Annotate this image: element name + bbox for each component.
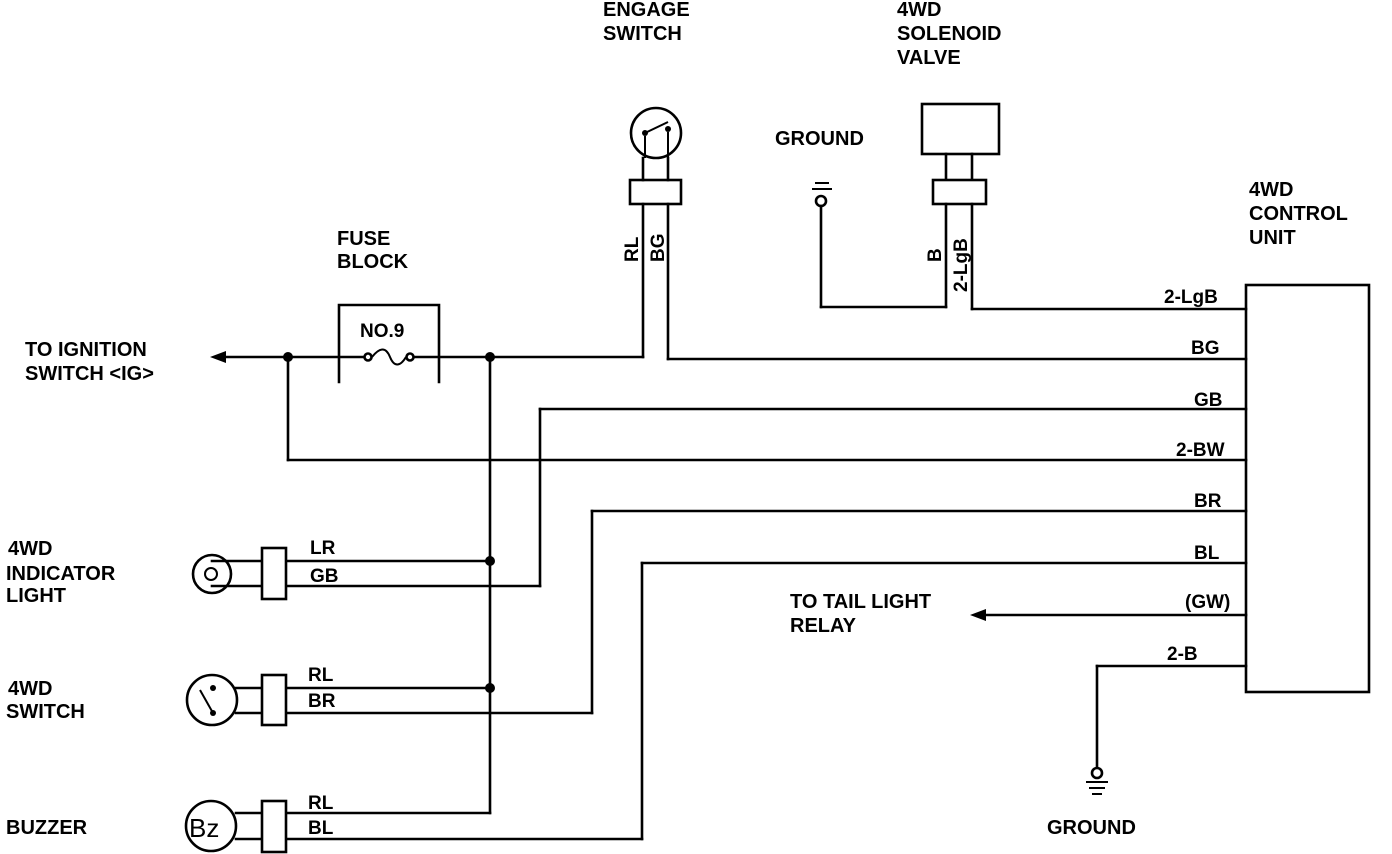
indicator-light: 4WD INDICATOR LIGHT LR GB xyxy=(6,538,339,607)
wire-runs xyxy=(222,202,1248,841)
engage-switch-body xyxy=(629,106,683,160)
engage-switch-connector xyxy=(628,178,683,206)
fourwd-switch: 4WD SWITCH RL BR xyxy=(6,665,336,727)
indicator-lamp xyxy=(191,553,233,595)
splice-dot xyxy=(485,556,495,566)
tail-light-label-2: RELAY xyxy=(790,615,857,637)
cu-pin-label-gw: (GW) xyxy=(1185,592,1230,613)
control-unit-label-3: UNIT xyxy=(1249,227,1296,249)
wire-label-indicator-gb: GB xyxy=(310,566,339,587)
fourwd-switch-connector xyxy=(260,673,288,727)
indicator-label-3: LIGHT xyxy=(6,585,66,607)
ground-bottom-terminal xyxy=(1090,766,1104,780)
ground-bottom-label: GROUND xyxy=(1047,817,1136,839)
ignition-label-1: TO IGNITION xyxy=(25,339,147,361)
cu-pin-label-br: BR xyxy=(1194,491,1222,512)
engage-switch-label-2: SWITCH xyxy=(603,23,682,45)
tail-light-relay-ref: TO TAIL LIGHT RELAY xyxy=(790,591,986,637)
wire-label-solenoid-lgb: 2-LgB xyxy=(951,238,972,292)
fuse-block-outline xyxy=(337,303,441,384)
ground-bottom: GROUND xyxy=(1047,766,1136,839)
wire-label-engage-bg: BG xyxy=(648,234,669,263)
wire-label-buzzer-bl: BL xyxy=(308,818,334,839)
buzzer-body xyxy=(184,799,238,853)
ground-top: GROUND xyxy=(775,128,948,309)
cu-pin-label-bw: 2-BW xyxy=(1176,440,1225,461)
ignition-switch-ref: TO IGNITION SWITCH <IG> xyxy=(25,339,226,385)
splice-dot xyxy=(283,352,293,362)
fuse-element xyxy=(371,348,407,366)
solenoid-label-3: VALVE xyxy=(897,47,961,69)
solenoid-label-1: 4WD xyxy=(897,0,941,21)
tail-light-arrow xyxy=(970,609,986,621)
engage-switch-label-1: ENGAGE xyxy=(603,0,690,21)
cu-pin-label-gb: GB xyxy=(1194,390,1223,411)
fourwd-switch-label-1: 4WD xyxy=(8,678,52,700)
buzzer-label: BUZZER xyxy=(6,817,88,839)
control-unit-label-2: CONTROL xyxy=(1249,203,1348,225)
splice-dot xyxy=(485,683,495,693)
fourwd-switch-label-2: SWITCH xyxy=(6,701,85,723)
cu-pin-label-bg: BG xyxy=(1191,338,1220,359)
indicator-label-2: INDICATOR xyxy=(6,563,116,585)
solenoid-valve: 4WD SOLENOID VALVE B 2-LgB xyxy=(897,0,1001,292)
solenoid-label-2: SOLENOID xyxy=(897,23,1001,45)
buzzer: BUZZER Bz RL BL xyxy=(6,793,334,854)
wire-label-indicator-lr: LR xyxy=(310,538,336,559)
solenoid-connector xyxy=(931,178,988,206)
engage-switch: ENGAGE SWITCH RL BG xyxy=(603,0,690,262)
wire-label-solenoid-b: B xyxy=(925,248,946,262)
buzzer-connector xyxy=(260,799,288,854)
indicator-connector xyxy=(260,546,288,601)
ground-top-terminal xyxy=(814,194,828,208)
wire-label-engage-rl: RL xyxy=(622,236,643,262)
tail-light-label-1: TO TAIL LIGHT xyxy=(790,591,931,613)
solenoid-body xyxy=(920,102,1001,156)
fuse-number: NO.9 xyxy=(360,321,404,342)
control-unit-label-1: 4WD xyxy=(1249,179,1293,201)
buzzer-symbol: Bz xyxy=(189,813,219,843)
wire-label-buzzer-rl: RL xyxy=(308,793,334,814)
control-unit-box xyxy=(1244,283,1371,694)
fuse-block: FUSE BLOCK NO.9 xyxy=(337,228,441,384)
ground-top-label: GROUND xyxy=(775,128,864,150)
ignition-arrow xyxy=(210,351,226,363)
cu-pin-label-lgb: 2-LgB xyxy=(1164,287,1218,308)
fuse-block-label-2: BLOCK xyxy=(337,251,409,273)
fuse-block-label-1: FUSE xyxy=(337,228,390,250)
splice-dot xyxy=(485,352,495,362)
control-unit: 4WD CONTROL UNIT xyxy=(1244,179,1371,694)
fourwd-switch-body xyxy=(185,673,239,727)
cu-pin-label-b: 2-B xyxy=(1167,644,1198,665)
wire-label-switch-rl: RL xyxy=(308,665,334,686)
cu-pin-label-bl: BL xyxy=(1194,543,1220,564)
indicator-label-1: 4WD xyxy=(8,538,52,560)
wire-label-switch-br: BR xyxy=(308,691,336,712)
ignition-label-2: SWITCH <IG> xyxy=(25,363,154,385)
